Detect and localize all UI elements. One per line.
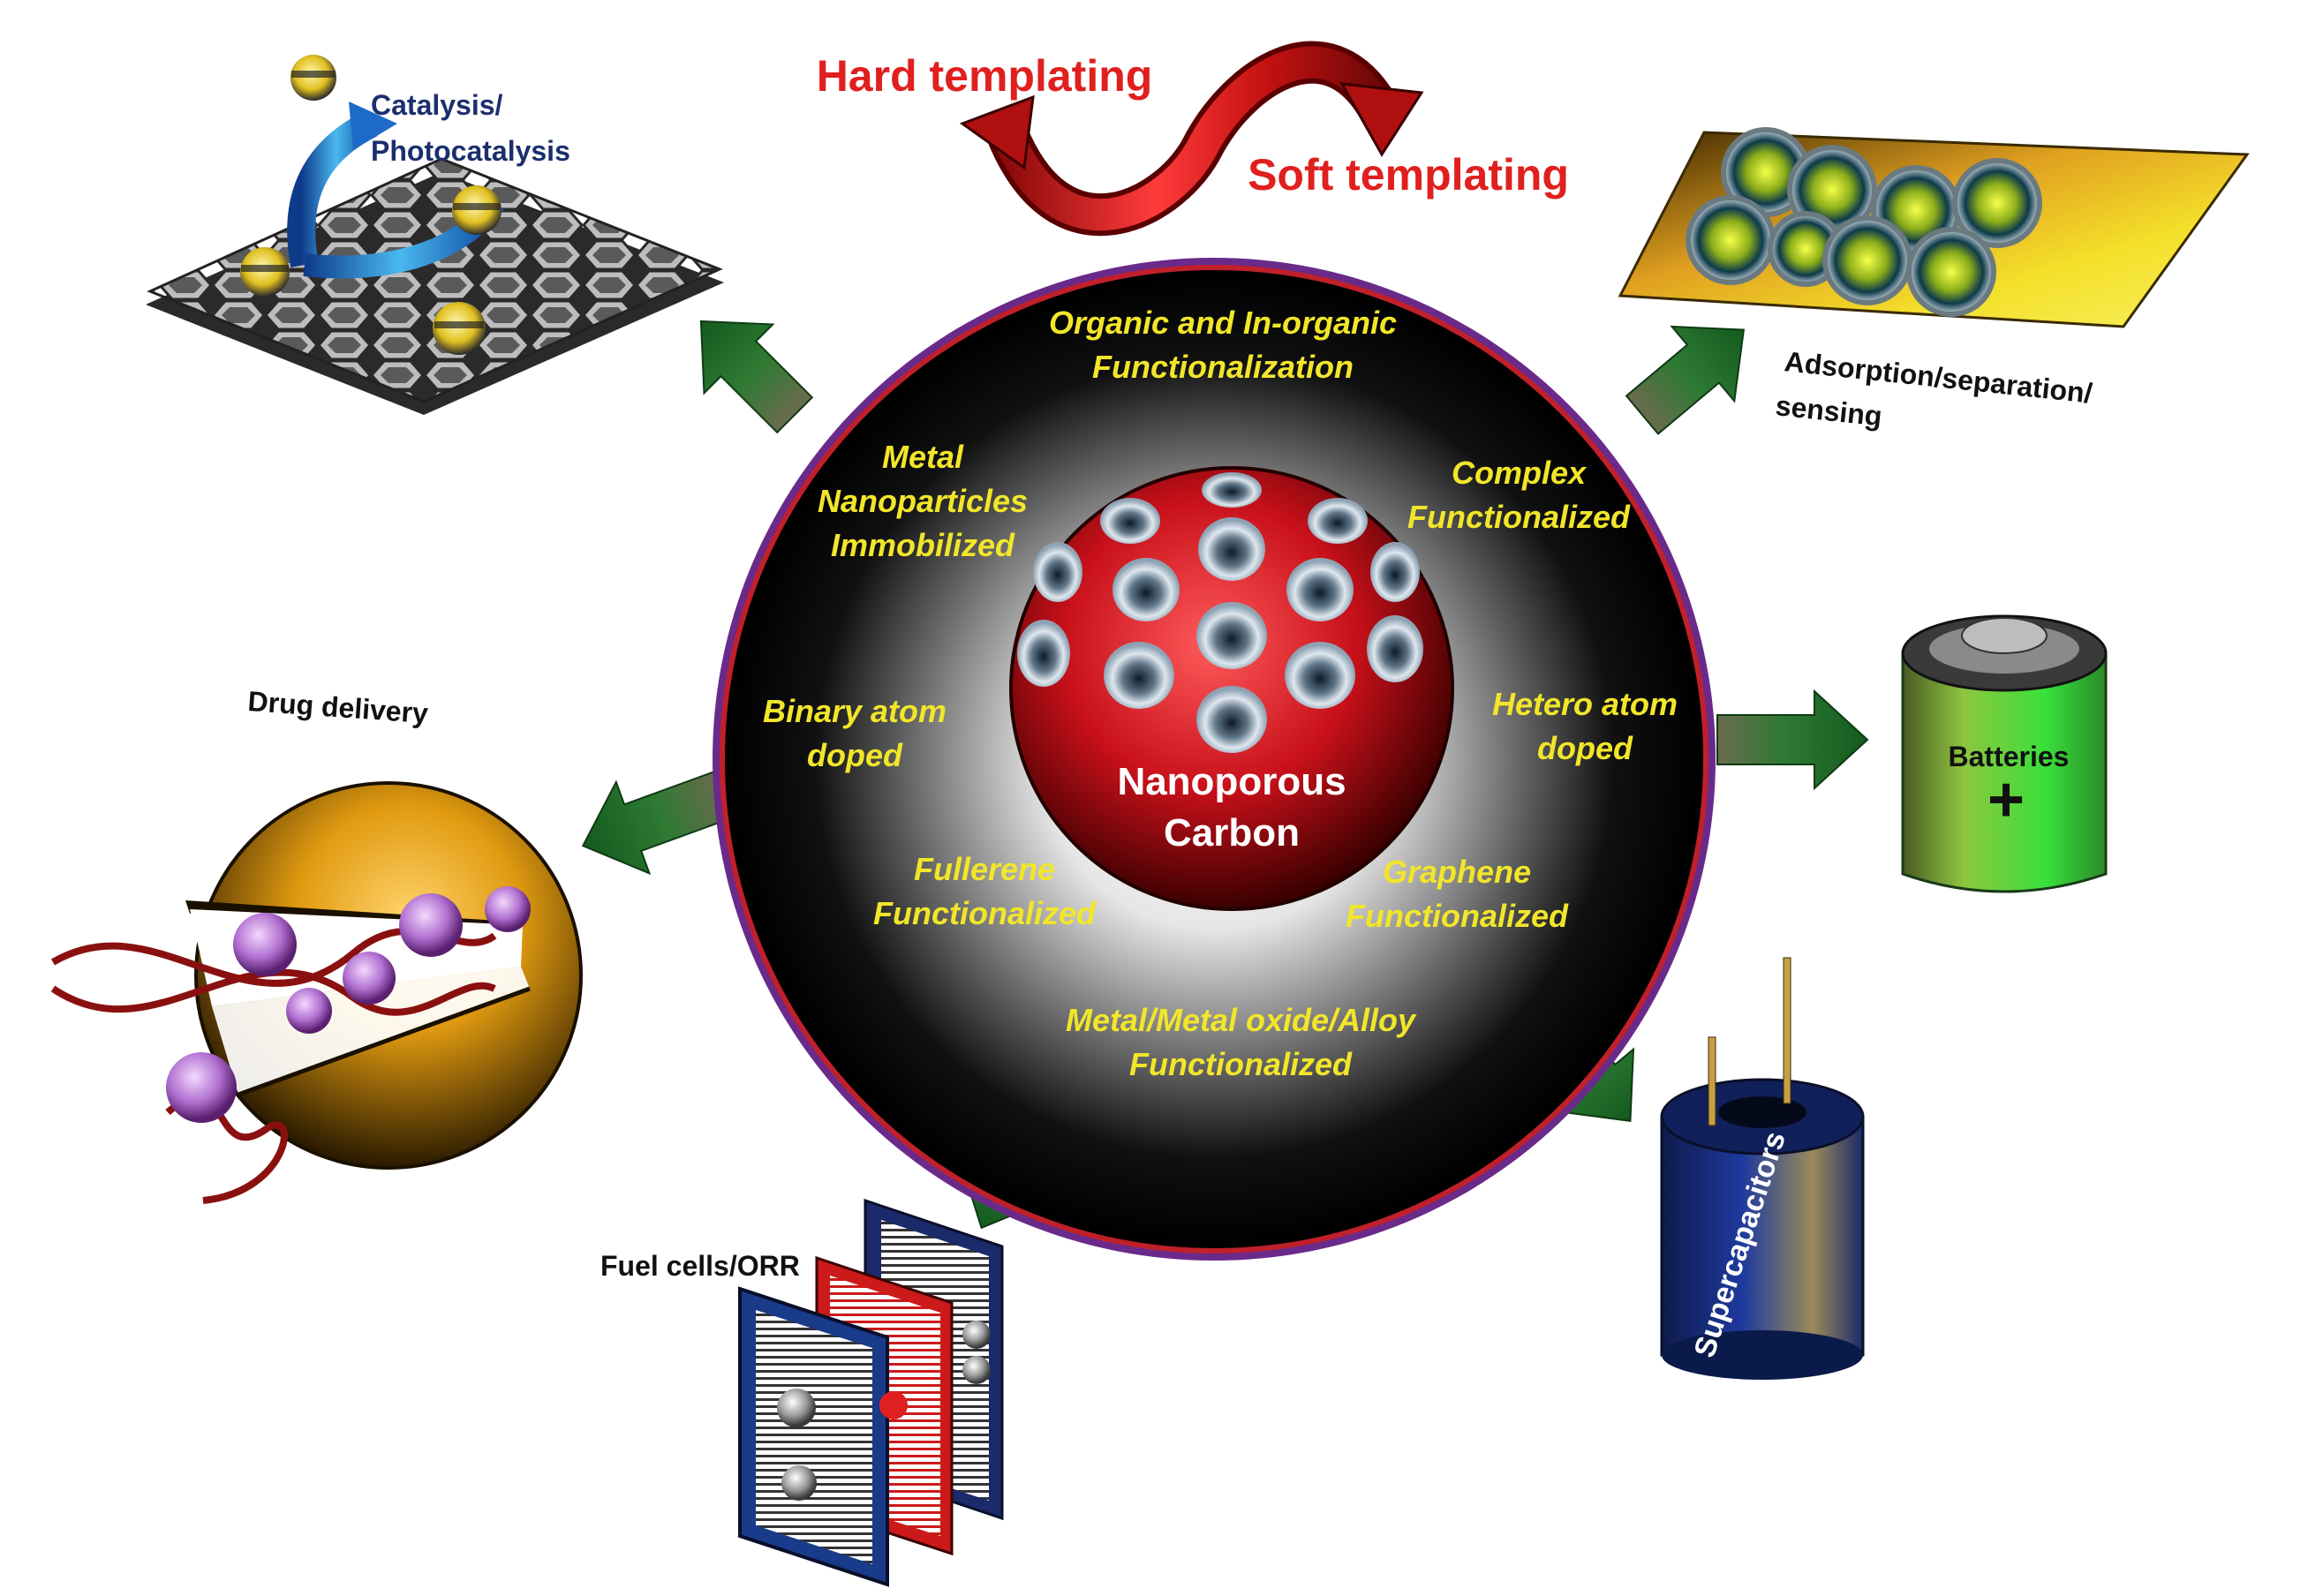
ion-icon <box>879 1391 908 1419</box>
fuel-cells-label: Fuel cells/ORR <box>600 1250 800 1282</box>
metal-oxide-label-line2: Functionalized <box>1129 1046 1353 1082</box>
templating-ribbon <box>959 41 1424 237</box>
pore-icon <box>1196 686 1267 753</box>
metal-oxide-label-line1: Metal/Metal oxide/Alloy <box>1066 1002 1417 1038</box>
drug-delivery-label: Drug delivery <box>247 685 430 729</box>
battery-body <box>1901 651 2108 893</box>
particle-icon <box>1952 158 2042 248</box>
drug-molecule-icon <box>399 893 463 957</box>
capacitor-lead <box>1783 957 1791 1104</box>
dna-strand <box>50 968 496 1016</box>
catalysis-label-line2: Photocatalysis <box>371 135 570 167</box>
metal-np-label-line3: Immobilized <box>831 527 1015 563</box>
particle-icon <box>1822 215 1912 305</box>
fuel-cell-electrode <box>756 1310 872 1564</box>
binary-label-line1: Binary atom <box>763 693 947 729</box>
pore-icon <box>1370 542 1420 602</box>
hex-catalyst-sheet <box>147 157 723 403</box>
hard-template-arrowhead <box>959 94 1035 170</box>
binary-label-line2: doped <box>807 737 903 773</box>
ion-icon <box>777 1389 816 1427</box>
hetero-label-line2: doped <box>1537 730 1633 766</box>
center-label-line2: Carbon <box>1164 811 1300 854</box>
drug-molecule-icon <box>233 913 297 976</box>
battery-terminal <box>1961 617 2048 654</box>
graphene-label-line1: Graphene <box>1383 854 1531 890</box>
capacitor-lead <box>1708 1036 1716 1126</box>
arrow-catalysis <box>699 320 814 434</box>
catalysis-illustration <box>146 55 724 415</box>
particle-icon <box>1906 227 1996 317</box>
hard-templating-label: Hard templating <box>817 51 1153 101</box>
ion-icon <box>781 1465 817 1501</box>
capacitor-body <box>1660 1115 1865 1357</box>
drug-molecule-icon <box>286 988 332 1034</box>
metal-np-label-line2: Nanoparticles <box>818 483 1028 519</box>
pore-icon <box>1202 472 1262 508</box>
soft-template-arrowhead <box>1339 82 1424 157</box>
pore-icon <box>1017 620 1070 687</box>
particle-icon <box>1686 195 1776 285</box>
battery-plus-symbol: + <box>1987 764 2025 835</box>
pore-icon <box>1308 498 1368 544</box>
drug-molecule-icon <box>343 952 396 1005</box>
drug-molecule-icon <box>166 1052 237 1123</box>
pore-icon <box>1100 498 1160 544</box>
fullerene-label-line2: Functionalized <box>873 895 1097 931</box>
metal-np-label-line1: Metal <box>882 439 964 475</box>
drug-molecule-icon <box>485 886 531 932</box>
catalysis-arrowhead <box>349 102 397 150</box>
pore-icons <box>1017 472 1423 753</box>
supercapacitor-illustration <box>1660 957 1865 1380</box>
pore-icon <box>1367 615 1423 682</box>
pore-icon <box>1198 517 1265 581</box>
drug-delivery-illustration <box>50 781 583 1204</box>
pore-icon <box>1196 602 1267 669</box>
pore-icon <box>1104 642 1174 709</box>
organic-label-line1: Organic and In-organic <box>1049 305 1397 341</box>
graphene-label-line2: Functionalized <box>1346 898 1569 934</box>
complex-label-line2: Functionalized <box>1407 499 1631 535</box>
organic-label-line2: Functionalization <box>1092 349 1354 385</box>
fullerene-label-line1: Fullerene <box>914 851 1055 887</box>
arrow-drug-delivery <box>581 770 734 876</box>
complex-label-line1: Complex <box>1452 455 1588 491</box>
arrow-batteries <box>1716 689 1869 791</box>
soft-templating-label: Soft templating <box>1248 150 1569 200</box>
hetero-label-line1: Hetero atom <box>1492 686 1678 722</box>
ion-icon <box>962 1356 991 1384</box>
functionalization-labels: Organic and In-organic Functionalization… <box>763 305 1678 1082</box>
pore-icon <box>1286 558 1354 621</box>
battery-illustration <box>1901 614 2108 893</box>
capacitor-bottom <box>1662 1330 1863 1380</box>
pore-icon <box>1033 542 1082 602</box>
catalysis-label-line1: Catalysis/ <box>371 89 503 121</box>
center-label-line1: Nanoporous <box>1117 760 1346 803</box>
adsorption-label-line2: sensing <box>1774 389 1883 432</box>
fuel-cell-illustration <box>738 1198 1004 1587</box>
adsorption-illustration <box>1618 127 2250 328</box>
pore-icon <box>1113 558 1180 621</box>
capacitor-core <box>1718 1096 1806 1128</box>
arrow-adsorption <box>1625 325 1746 435</box>
ion-icon <box>962 1321 991 1349</box>
nanoporous-carbon-sphere: Nanoporous Carbon <box>1009 466 1454 911</box>
adsorbed-particles <box>1686 127 2042 317</box>
batteries-label: Batteries <box>1949 741 2070 772</box>
pore-icon <box>1285 642 1355 709</box>
